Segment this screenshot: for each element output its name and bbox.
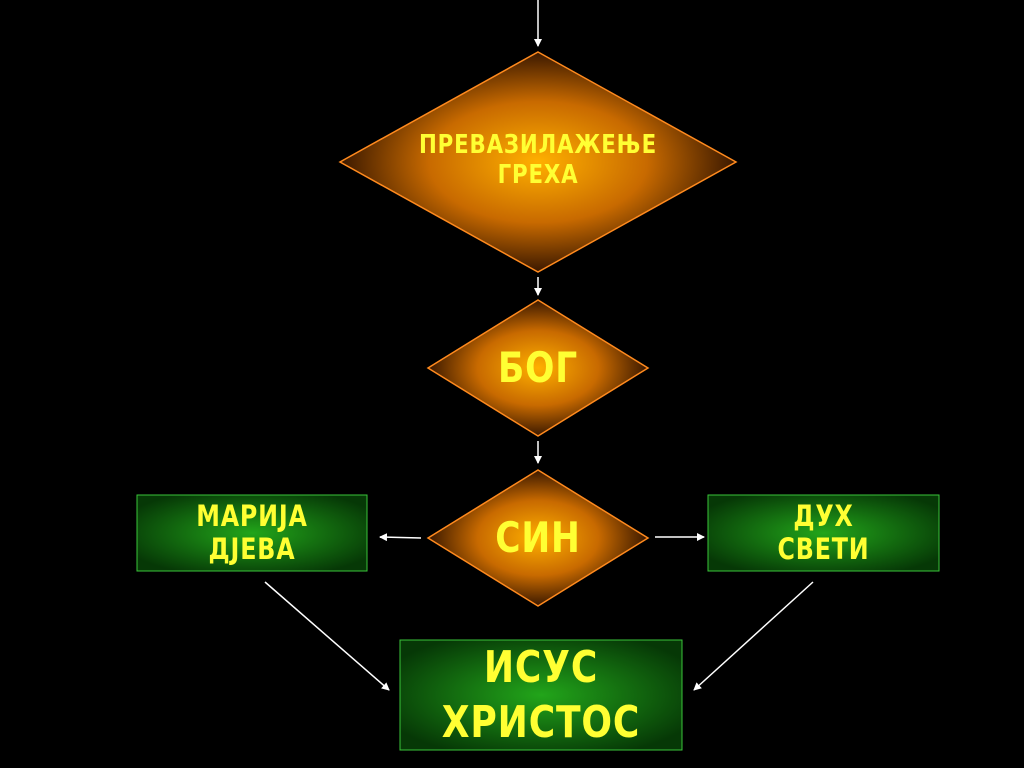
arrow-son-to-mary — [379, 533, 422, 542]
overcoming-sin-label: ПРЕВАЗИЛАЖЕЊЕ ГРЕХА — [376, 120, 701, 202]
box-jesus-christ — [399, 639, 683, 751]
holy-spirit-line2: СВЕТИ — [777, 532, 870, 566]
jesus-christ-line2: ХРИСТОС — [441, 697, 641, 748]
jesus-christ-line1: ИСУС — [483, 642, 599, 693]
overcoming-sin-line1: ПРЕВАЗИЛАЖЕЊЕ — [419, 130, 657, 161]
arrow-holy-spirit-to-jesus — [693, 581, 814, 691]
holy-spirit-label: ДУХ СВЕТИ — [729, 495, 918, 571]
mary-line2: ДЈЕВА — [208, 532, 296, 566]
jesus-christ-label: ИСУС ХРИСТОС — [425, 640, 656, 750]
box-holy-spirit — [707, 494, 940, 572]
mary-line1: МАРИЈА — [196, 498, 308, 533]
arrow-mary-to-jesus — [264, 581, 390, 691]
son-text: СИН — [495, 512, 581, 562]
mary-label: МАРИЈА ДЈЕВА — [158, 495, 347, 571]
god-label: БОГ — [448, 335, 628, 401]
box-mary — [136, 494, 368, 572]
diamond-god — [426, 299, 650, 437]
god-text: БОГ — [498, 342, 578, 392]
holy-spirit-line1: ДУХ — [793, 498, 854, 533]
son-label: СИН — [448, 505, 628, 571]
overcoming-sin-line2: ГРЕХА — [497, 160, 579, 190]
diamond-overcoming-sin — [338, 51, 738, 273]
diamond-son — [426, 469, 650, 607]
